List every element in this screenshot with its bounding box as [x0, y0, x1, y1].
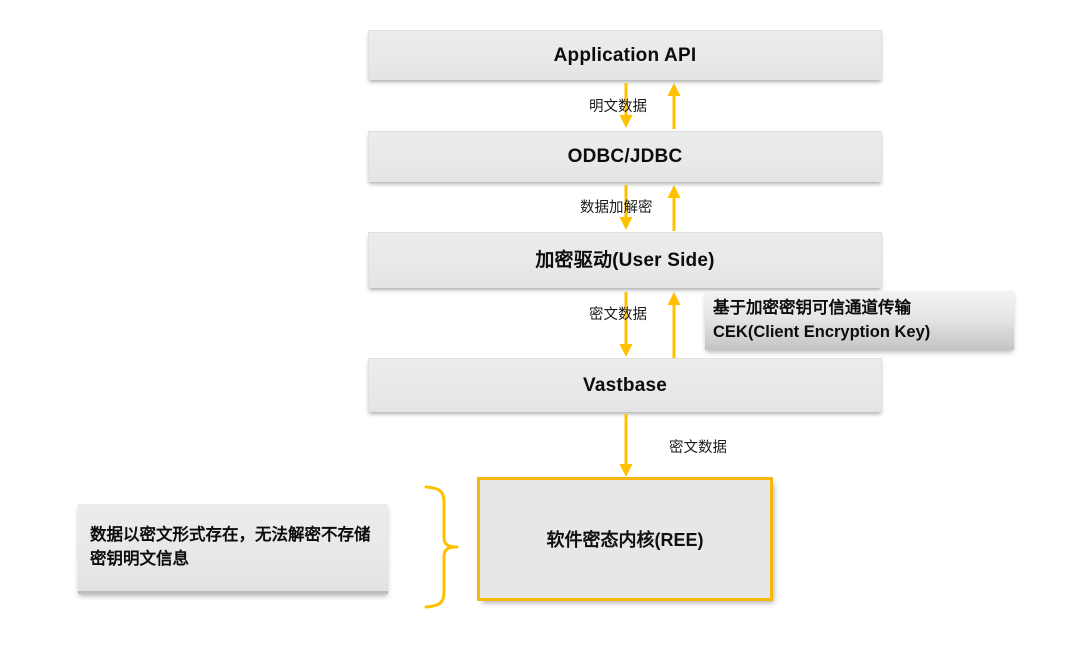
note-text-cek: 基于加密密钥可信通道传输 CEK(Client Encryption Key) [713, 298, 931, 341]
arrow-down-encrypt-decrypt [618, 185, 634, 231]
arrow-down-plaintext [618, 83, 634, 129]
arrow-up-ciphertext-1 [666, 292, 682, 358]
flow-label-ciphertext-2: 密文数据 [669, 440, 727, 456]
layer-box-encrypt-driver[interactable]: 加密驱动(User Side) [368, 232, 882, 288]
flow-label-encrypt-decrypt: 数据加解密 [580, 200, 653, 216]
layer-box-vastbase[interactable]: Vastbase [368, 358, 882, 412]
note-box-cek[interactable]: 基于加密密钥可信通道传输 CEK(Client Encryption Key) [705, 291, 1014, 350]
flow-label-plaintext-1: 明文数据 [589, 99, 647, 115]
flow-label-ciphertext-1: 密文数据 [589, 307, 647, 323]
layer-box-application-api[interactable]: Application API [368, 30, 882, 80]
layer-label-encrypt-driver: 加密驱动(User Side) [535, 249, 715, 271]
layer-label-application-api: Application API [553, 44, 697, 66]
brace-ree [424, 484, 472, 610]
note-box-ciphertext-storage[interactable]: 数据以密文形式存在，无法解密不存储密钥明文信息 [78, 504, 388, 594]
note-text-ciphertext-storage: 数据以密文形式存在，无法解密不存储密钥明文信息 [90, 525, 371, 568]
kernel-box-ree[interactable]: 软件密态内核(REE) [477, 477, 773, 601]
layer-box-odbc-jdbc[interactable]: ODBC/JDBC [368, 131, 882, 182]
layer-label-odbc-jdbc: ODBC/JDBC [567, 146, 683, 168]
arrow-down-ciphertext-2 [618, 414, 634, 478]
arrow-up-plaintext [666, 83, 682, 129]
arrow-up-encrypt-decrypt [666, 185, 682, 231]
layer-label-vastbase: Vastbase [583, 374, 667, 396]
kernel-label-ree: 软件密态内核(REE) [546, 530, 704, 550]
arrow-down-ciphertext-1 [618, 292, 634, 358]
